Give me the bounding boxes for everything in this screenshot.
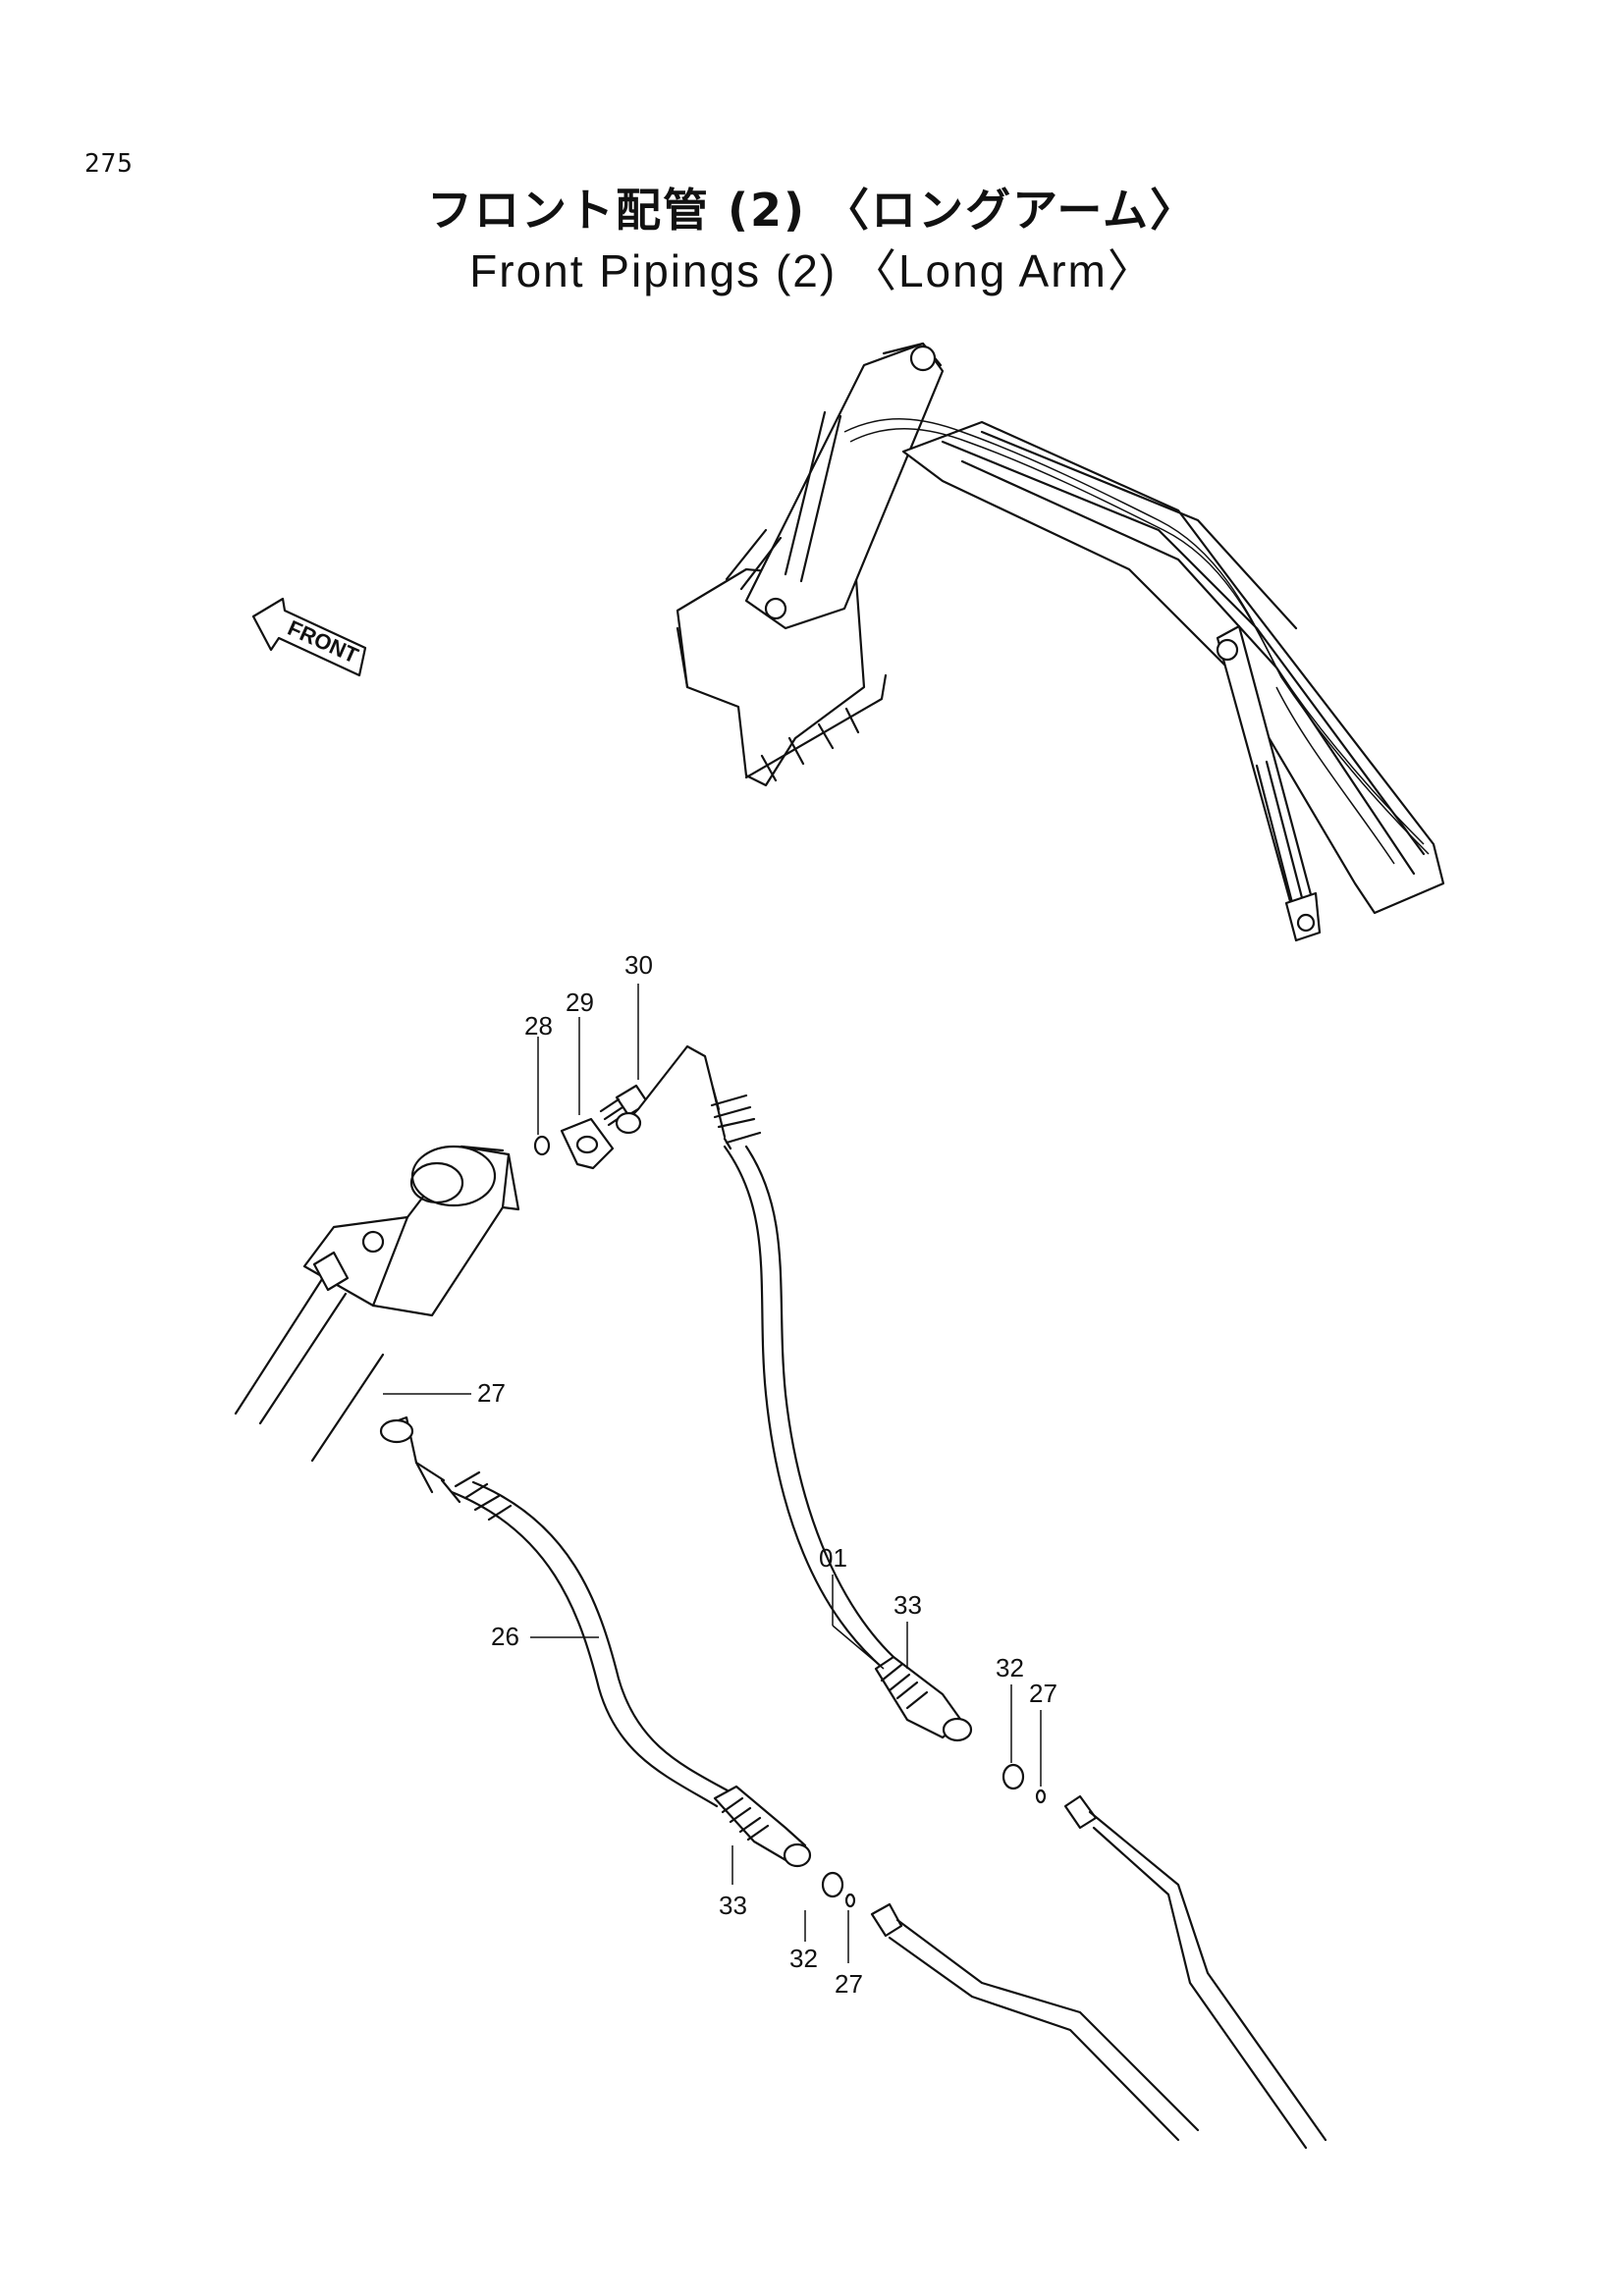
- callout-28: 28: [524, 1011, 553, 1041]
- steel-pipe-right: [1001, 1763, 1327, 2150]
- part-29-flange: [560, 1117, 615, 1170]
- title-japanese: フロント配管 (2) 〈ロングアーム〉: [427, 184, 1197, 237]
- callout-27-upper: 27: [477, 1378, 506, 1408]
- callout-27-lower: 27: [835, 1969, 863, 1999]
- callout-30: 30: [624, 950, 653, 980]
- callout-33-upper: 33: [893, 1590, 922, 1620]
- page-number: 275: [84, 149, 134, 179]
- front-arrow-icon: FRONT: [251, 597, 367, 677]
- callout-33-lower: 33: [719, 1891, 747, 1920]
- steel-pipe-lower: [821, 1871, 1200, 2142]
- callout-32-lower: 32: [789, 1944, 818, 1973]
- callout-26: 26: [491, 1622, 519, 1651]
- callout-32-right: 32: [996, 1653, 1024, 1682]
- callout-27-right: 27: [1029, 1679, 1057, 1708]
- front-arrow-label: FRONT: [284, 615, 362, 668]
- leader-lines: [383, 984, 1042, 1963]
- part-28-o-ring: [533, 1135, 551, 1156]
- arm-cylinder-detail: [234, 1145, 520, 1463]
- callout-01: 01: [819, 1543, 847, 1573]
- title-english: Front Pipings (2) 〈Long Arm〉: [469, 245, 1155, 296]
- excavator-overview: [676, 342, 1445, 942]
- hose-26: [379, 1415, 812, 1868]
- callout-29: 29: [566, 988, 594, 1017]
- hose-01: [615, 1044, 973, 1742]
